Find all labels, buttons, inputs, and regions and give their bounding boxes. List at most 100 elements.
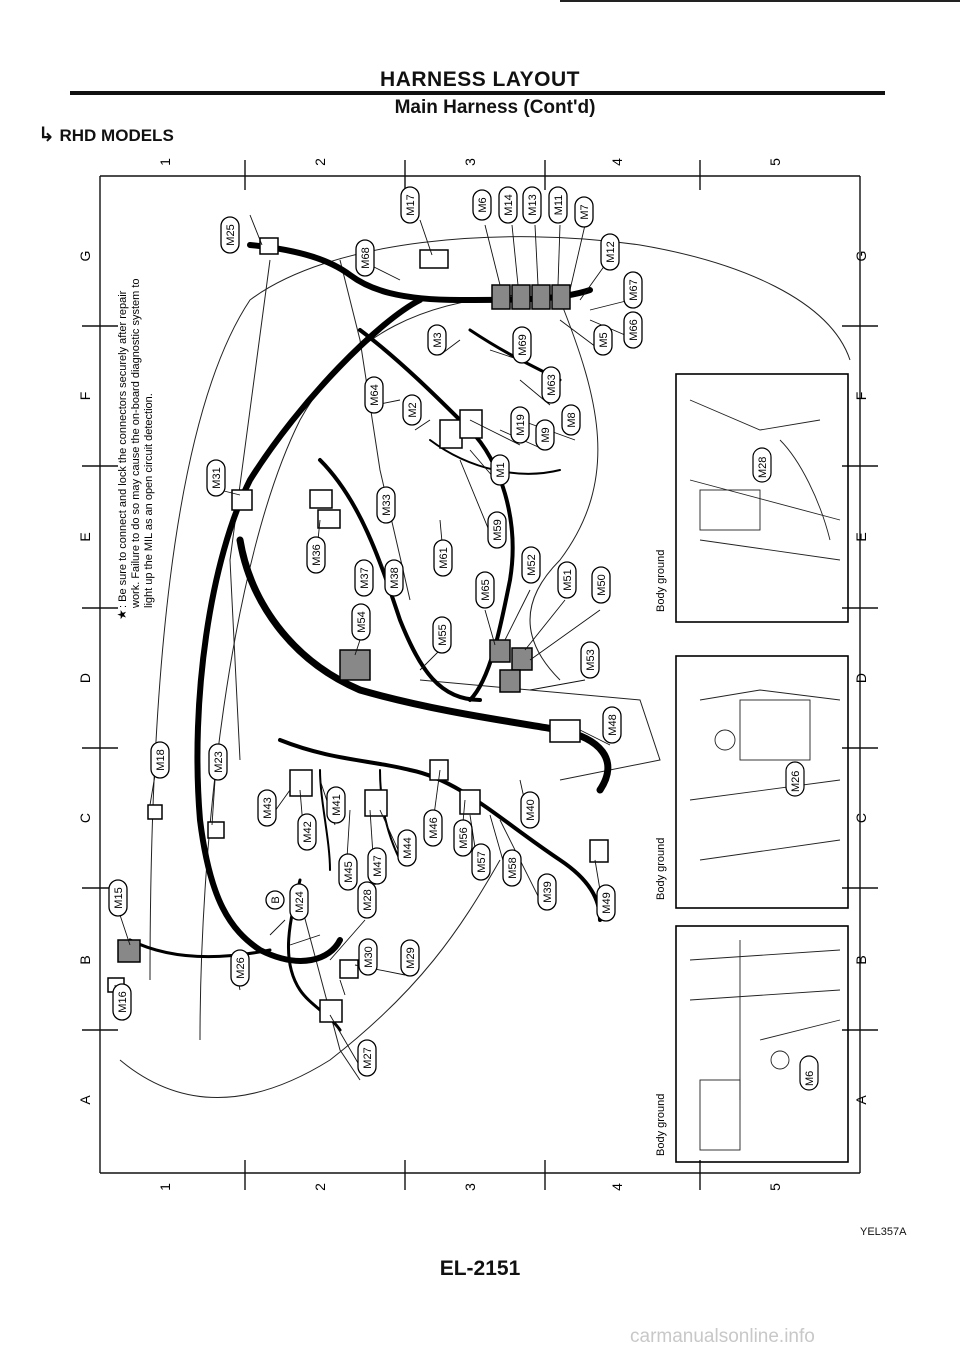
connector-code: M54: [356, 611, 368, 632]
connector-tag-m57: M57: [471, 843, 491, 881]
connector-code: M11: [553, 195, 565, 216]
inset-connector-1: M28: [757, 457, 769, 478]
connector-tag-m54: M54: [351, 603, 371, 641]
connector-code: M41: [331, 794, 343, 815]
connector-tag-outline: [498, 186, 518, 224]
connector-tag-outline: [297, 813, 317, 851]
connector-tag-m37: M37: [354, 559, 374, 597]
service-note: ★ : Be sure to connect and lock the conn…: [115, 278, 155, 620]
page-number: EL-2151: [439, 1257, 521, 1280]
connector-tag-outline: [150, 741, 170, 779]
connector-tag-outline: [453, 819, 473, 857]
connector-tag-outline: [537, 873, 557, 911]
connector-tag-outline: [306, 536, 326, 574]
connector-tag-m6: M6: [472, 189, 492, 221]
connector-tag-outline: [512, 326, 532, 364]
connector-code: M46: [428, 817, 440, 838]
connector-code: B: [270, 896, 282, 903]
connector-tag-outline: [557, 561, 577, 599]
connector-code: M24: [294, 891, 306, 912]
connector-tag-m44: M44: [397, 829, 417, 867]
connector-code: M37: [359, 567, 371, 588]
row-label-left-6: A: [77, 1095, 93, 1105]
connector-code: M67: [628, 279, 640, 300]
connector-tag-m53: M53: [580, 641, 600, 679]
connector-code: M61: [438, 547, 450, 568]
connector-tag-m14: M14: [498, 186, 518, 224]
connector-code: M39: [542, 881, 554, 902]
grid-frame: [82, 160, 878, 1190]
connector-code: M40: [525, 799, 537, 820]
connector-code: M3: [432, 332, 444, 347]
connector-tag-outline: [596, 884, 616, 922]
connector-tag-m8: M8: [561, 404, 581, 436]
connector-tag-m41: M41: [326, 786, 346, 824]
connector-code: M6: [477, 197, 489, 212]
connector-tag-outline: [602, 706, 622, 744]
connector-code: M12: [605, 241, 617, 262]
connector-code: M28: [362, 889, 374, 910]
connector-code: M19: [515, 414, 527, 435]
hook-mark-icon: ↳: [38, 122, 55, 146]
connector-tag-outline: [522, 186, 542, 224]
engine-bay-outline: [119, 236, 851, 1098]
connector-tag-outline: [541, 366, 561, 404]
column-label-top-0: 1: [157, 158, 173, 166]
connector-tag-m29: M29: [400, 939, 420, 977]
connector-code: M66: [628, 319, 640, 340]
connector-tag-m46: M46: [423, 809, 443, 847]
connector-tag-m15: M15: [108, 879, 128, 917]
connector-code: M59: [492, 519, 504, 540]
connector-tag-m51: M51: [557, 561, 577, 599]
connector-tag-m24: M24: [289, 883, 309, 921]
connector-tag-outline: [593, 324, 613, 356]
connector-code: M43: [262, 797, 274, 818]
connector-code: M47: [372, 855, 384, 876]
connector-tag-m47: M47: [367, 847, 387, 885]
connector-code: M56: [458, 827, 470, 848]
connector-tag-m67: M67: [623, 271, 643, 309]
note-star: ★: [115, 609, 129, 620]
connector-tag-m63: M63: [541, 366, 561, 404]
connector-tag-m55: M55: [432, 616, 452, 654]
connector-tag-outline: [400, 186, 420, 224]
connector-tag-m68: M68: [355, 239, 375, 277]
connector-tag-outline: [472, 189, 492, 221]
connector-code: M36: [311, 544, 323, 565]
connector-tag-outline: [580, 641, 600, 679]
inset-connector-3: M6: [804, 1071, 816, 1086]
connector-tag-m61: M61: [433, 539, 453, 577]
inset-ground-label-2: Body ground: [655, 838, 667, 900]
connector-tag-outline: [574, 196, 594, 228]
connector-code: M13: [527, 194, 539, 215]
connector-code: M50: [596, 574, 608, 595]
connector-tag-m9: M9: [535, 419, 555, 451]
connector-code: M16: [117, 991, 129, 1012]
row-label-left-3: D: [77, 673, 93, 683]
connector-tag-outline: [357, 881, 377, 919]
connector-code: M53: [585, 649, 597, 670]
inset-ground-label-1: Body ground: [655, 550, 667, 612]
connector-tag-m2: M2: [402, 394, 422, 426]
connector-tag-outline: [358, 938, 378, 976]
variant-label: RHD MODELS: [59, 126, 174, 145]
row-label-right-6: A: [853, 1095, 869, 1105]
connector-tag-outline: [623, 271, 643, 309]
row-label-left-1: F: [77, 392, 93, 401]
connector-code: M27: [362, 1047, 374, 1068]
connector-tag-outline: [487, 511, 507, 549]
connector-tag-outline: [257, 789, 277, 827]
connector-tag-outline: [206, 459, 226, 497]
connector-code: M48: [607, 714, 619, 735]
row-label-left-5: B: [77, 955, 93, 964]
connector-tag-outline: [351, 603, 371, 641]
connector-code: M7: [579, 204, 591, 219]
connector-tag-outline: [357, 1039, 377, 1077]
row-label-left-0: G: [77, 251, 93, 262]
connector-tag-m1: M1: [490, 454, 510, 486]
